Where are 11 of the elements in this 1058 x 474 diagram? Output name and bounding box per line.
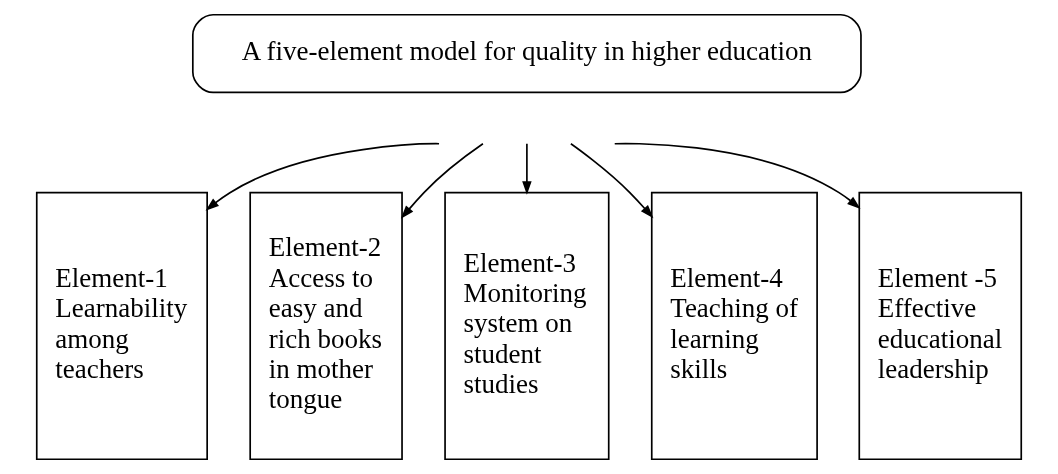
arrow [570, 142, 654, 219]
arrow [400, 142, 484, 219]
arrow [522, 143, 532, 195]
node-box: Element-3 Monitoring system on student studies [444, 191, 610, 461]
node-box: Element -5 Effective educational leadership [858, 191, 1023, 461]
node-box: A five-element model for quality in higher education [191, 13, 862, 94]
arrow [205, 142, 440, 211]
node-box: Element-2 Access to easy and rich books in mother tongue [249, 191, 403, 461]
arrow [613, 142, 861, 209]
node-box: Element-4 Teaching of learning skills [650, 191, 818, 461]
node-box: Element-1 Learnability among teachers [35, 191, 208, 461]
